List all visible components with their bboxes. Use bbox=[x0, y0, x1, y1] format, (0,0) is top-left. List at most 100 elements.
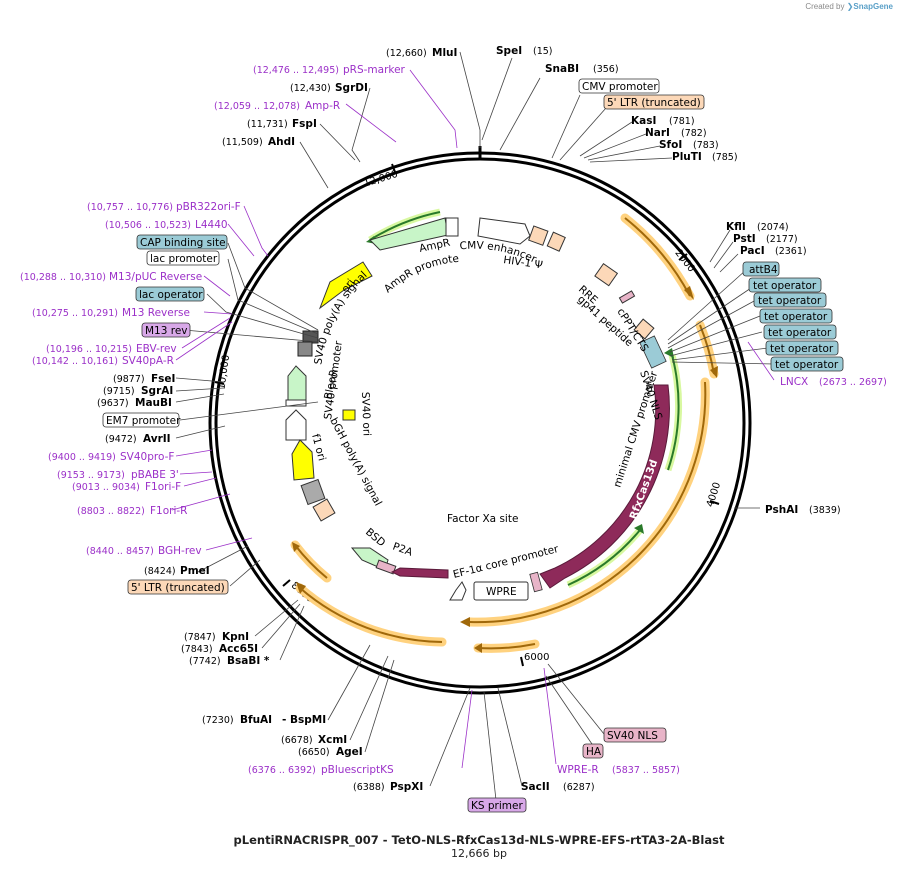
site-pos: (356) bbox=[593, 64, 619, 75]
site-pos: (6678) bbox=[281, 735, 313, 746]
primer-pos: (8440 .. 8457) bbox=[86, 546, 154, 557]
site-pos: (781) bbox=[669, 116, 695, 127]
m13-rev-box bbox=[141, 322, 191, 338]
tet-operator-label-3: tet operator bbox=[764, 311, 828, 323]
tet-operator-box-5 bbox=[765, 340, 839, 356]
connector-lines bbox=[175, 51, 775, 801]
site-name: PluTI bbox=[672, 151, 702, 163]
cppt-box bbox=[633, 318, 655, 340]
primers-left: (12,476 .. 12,495) pRS-marker (12,059 ..… bbox=[20, 64, 406, 776]
site-name: PspXI bbox=[390, 781, 423, 793]
primer-pos: (5837 .. 5857) bbox=[612, 765, 680, 776]
tet-operator-label-2: tet operator bbox=[758, 295, 822, 307]
site-pos: (15) bbox=[533, 46, 553, 57]
site-name: AgeI bbox=[336, 746, 363, 758]
left-sites: (12,430) SgrDI (11,731) FspI (11,509) Ah… bbox=[97, 82, 368, 758]
primer-name: L4440 bbox=[195, 219, 228, 231]
primer-pos: (9400 .. 9419) bbox=[48, 452, 116, 463]
ltr-bottom-box bbox=[127, 579, 229, 595]
site-pos: (9715) bbox=[103, 386, 135, 397]
sv40-nls-label: SV40 NLS bbox=[607, 730, 658, 742]
site-name: SfoI bbox=[659, 139, 682, 151]
cap-site-box bbox=[136, 234, 228, 250]
site-name: BfuAI bbox=[240, 714, 272, 726]
site-pos: (785) bbox=[712, 152, 738, 163]
tick-label-4000: 4000 bbox=[705, 481, 723, 509]
primer-name: F1ori-R bbox=[150, 505, 187, 517]
primer-pos: (10,757 .. 10,776) bbox=[87, 202, 173, 213]
site-name: SgrAI bbox=[141, 385, 173, 397]
sv40-ori-box bbox=[342, 409, 356, 421]
primers-right: LNCX (2673 .. 2697) WPRE-R (5837 .. 5857… bbox=[557, 376, 887, 776]
tick-label-6000: 6000 bbox=[524, 652, 549, 663]
site-name: SgrDI bbox=[335, 82, 368, 94]
primer-pos: (10,196 .. 10,215) bbox=[46, 344, 132, 355]
primer-name: M13 Reverse bbox=[122, 307, 190, 319]
lac-promoter-box bbox=[146, 250, 220, 266]
ltr-top-label: 5' LTR (truncated) bbox=[607, 97, 701, 109]
green-arcs bbox=[366, 208, 683, 589]
primer-name: Amp-R bbox=[305, 100, 340, 112]
tet-operator-box-3 bbox=[759, 308, 833, 324]
site-name: PshAI bbox=[765, 504, 798, 516]
ks-primer-box bbox=[467, 797, 527, 813]
site-name: FspI bbox=[292, 118, 317, 130]
bsd-label: BSD bbox=[363, 526, 387, 549]
site-pos: (8424) bbox=[144, 566, 176, 577]
primer-pos: (10,275 .. 10,291) bbox=[32, 308, 118, 319]
site-pos: (12,660) bbox=[386, 48, 427, 59]
site-pos: (2074) bbox=[757, 222, 789, 233]
ks-primer-label: KS primer bbox=[471, 800, 523, 812]
rtta3-label: rtTA3 bbox=[407, 577, 440, 593]
site-name: MauBI bbox=[135, 397, 172, 409]
site-name: PstI bbox=[733, 233, 756, 245]
site-pos: (2361) bbox=[775, 246, 807, 257]
cmv-enhancer-arrow bbox=[477, 217, 531, 245]
credit-brand: SnapGene bbox=[853, 2, 893, 11]
site-name: MluI bbox=[432, 47, 457, 59]
wpre-box bbox=[473, 581, 529, 601]
site-pos: (7847) bbox=[184, 632, 216, 643]
cmv-promoter-box bbox=[578, 78, 660, 94]
wpre-label: WPRE bbox=[486, 586, 517, 598]
plasmid-size: 12,666 bp bbox=[451, 847, 507, 860]
tet-operator-box-4 bbox=[763, 324, 837, 340]
site-name: XcmI bbox=[318, 734, 347, 746]
em7-promoter-label: EM7 promoter bbox=[106, 415, 181, 427]
tet-operator-box-6 bbox=[770, 356, 844, 372]
em7-promoter-box bbox=[102, 412, 180, 428]
hiv1-psi-box bbox=[528, 225, 549, 246]
ha-box bbox=[582, 743, 604, 759]
primer-name: pBluescriptKS bbox=[321, 764, 394, 776]
primer-name: EBV-rev bbox=[136, 343, 177, 355]
site-pos: (9637) bbox=[97, 398, 129, 409]
sv40-ori-label: SV40 ori bbox=[359, 392, 373, 437]
primer-pos: (2673 .. 2697) bbox=[819, 377, 887, 388]
bgh-polya-label: bGH poly(A) signal bbox=[327, 416, 384, 508]
site-name: PmeI bbox=[180, 565, 210, 577]
p2a-label: P2A bbox=[391, 541, 415, 559]
site-name: PacI bbox=[740, 245, 765, 257]
cap-site-label: CAP binding site bbox=[140, 237, 226, 249]
site-pos: (11,731) bbox=[247, 119, 288, 130]
site-pos: (12,430) bbox=[290, 83, 331, 94]
sv40-promoter-arrow bbox=[285, 409, 307, 441]
primer-name: SV40pA-R bbox=[122, 355, 174, 367]
gp41-box bbox=[618, 290, 636, 304]
lac-promoter-label: lac promoter bbox=[150, 253, 218, 265]
site-name: SpeI bbox=[496, 45, 522, 57]
primer-name: pBR322ori-F bbox=[176, 201, 241, 213]
tet-operator-label-6: tet operator bbox=[775, 359, 839, 371]
hiv1-psi-label: HIV-1 Ψ bbox=[503, 254, 544, 271]
site-name: SacII bbox=[521, 781, 550, 793]
ltr-arcs bbox=[290, 213, 719, 653]
em7-box bbox=[285, 399, 307, 407]
lac-operator-box bbox=[135, 286, 205, 302]
snapgene-logo-icon: ❯ bbox=[846, 2, 854, 11]
primer-pos: (8803 .. 8822) bbox=[77, 506, 145, 517]
site-pos: (783) bbox=[693, 140, 719, 151]
site-name: Acc65I bbox=[219, 643, 258, 655]
site-name: AvrII bbox=[143, 433, 171, 445]
tet-operator-label-4: tet operator bbox=[768, 327, 832, 339]
